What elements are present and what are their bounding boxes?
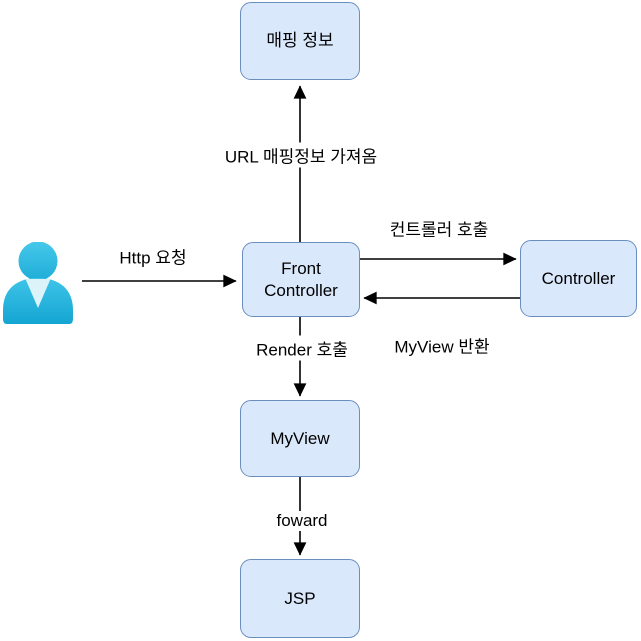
node-myview: MyView	[240, 400, 360, 477]
edge-label-forward: foward	[273, 511, 331, 531]
edge-label-url-mapping: URL 매핑정보 가져옴	[221, 142, 381, 168]
edge-label-controller-call: 컨트롤러 호출	[386, 215, 492, 241]
node-mapping-info: 매핑 정보	[240, 2, 360, 80]
edge-label-http-request: Http 요청	[116, 243, 190, 269]
node-myview-label: MyView	[270, 428, 330, 448]
edge-label-myview-return: MyView 반환	[391, 332, 493, 358]
node-mapping-info-label: 매핑 정보	[266, 31, 334, 51]
node-front-controller-label: Front Controller	[264, 259, 338, 300]
node-controller-label: Controller	[541, 268, 616, 288]
user-icon	[3, 242, 73, 324]
user-collar	[25, 279, 51, 308]
node-controller: Controller	[520, 240, 637, 317]
node-jsp: JSP	[240, 559, 360, 638]
node-front-controller: Front Controller	[242, 242, 360, 317]
user-head	[18, 242, 58, 281]
edge-label-render-call: Render 호출	[253, 335, 351, 361]
node-jsp-label: JSP	[284, 588, 316, 608]
